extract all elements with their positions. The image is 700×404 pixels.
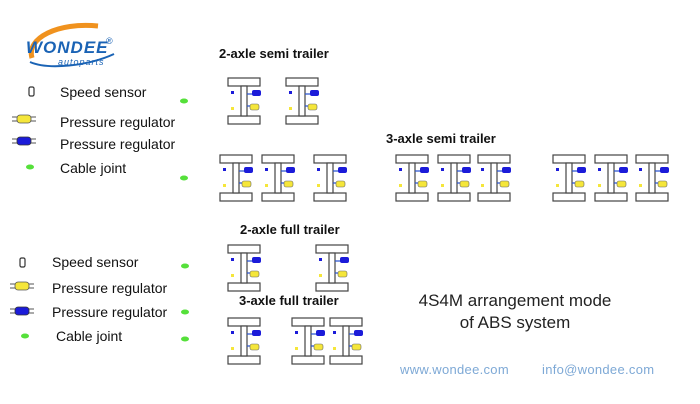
brand-registered-mark: ® xyxy=(106,36,113,46)
yellow-pressure-regulator-icon xyxy=(11,114,37,124)
speed-sensor-icon xyxy=(28,86,35,97)
diagram-semi-trailer-variant-left xyxy=(219,154,348,202)
diagram-2-axle-full-trailer xyxy=(227,244,350,292)
caption-line-2: of ABS system xyxy=(459,313,571,332)
brand-logo: WONDEE ® autoparts xyxy=(18,18,128,73)
speed-sensor-icon xyxy=(19,257,26,268)
legend-speed-sensor-label: Speed sensor xyxy=(60,84,147,100)
legend-pressure-regulator-yellow-label: Pressure regulator xyxy=(60,114,176,130)
diagram-3-axle-semi-trailer xyxy=(395,154,670,202)
cable-joint-icon xyxy=(21,333,29,339)
cable-joint-icon xyxy=(26,164,34,170)
legend-cable-joint-label: Cable joint xyxy=(60,160,127,176)
title-2-axle-semi-trailer: 2-axle semi trailer xyxy=(219,46,329,61)
legend-pressure-regulator-blue-label: Pressure regulator xyxy=(60,136,176,152)
title-3-axle-semi-trailer: 3-axle semi trailer xyxy=(386,131,496,146)
title-2-axle-full-trailer: 2-axle full trailer xyxy=(240,222,340,237)
footer-email-link[interactable]: info@wondee.com xyxy=(542,362,655,377)
brand-sub: autoparts xyxy=(58,57,105,67)
cable-joint-markers xyxy=(180,98,189,342)
legend-cable-joint-label: Cable joint xyxy=(56,328,123,344)
title-3-axle-full-trailer: 3-axle full trailer xyxy=(239,293,339,308)
legend-speed-sensor-label: Speed sensor xyxy=(52,254,139,270)
logo-swoosh-icon xyxy=(28,22,115,68)
diagram-3-axle-full-trailer xyxy=(227,317,364,365)
caption: 4S4M arrangement mode of ABS system xyxy=(395,290,635,334)
blue-pressure-regulator-icon xyxy=(11,136,37,146)
footer-website-link[interactable]: www.wondee.com xyxy=(400,362,509,377)
legend-pressure-regulator-yellow-label: Pressure regulator xyxy=(52,280,168,296)
caption-line-1: 4S4M arrangement mode xyxy=(418,291,612,310)
yellow-pressure-regulator-icon xyxy=(9,281,35,291)
diagram-2-axle-semi-trailer xyxy=(227,77,320,125)
legend-pressure-regulator-blue-label: Pressure regulator xyxy=(52,304,168,320)
blue-pressure-regulator-icon xyxy=(9,306,35,316)
brand-name: WONDEE xyxy=(26,38,109,57)
